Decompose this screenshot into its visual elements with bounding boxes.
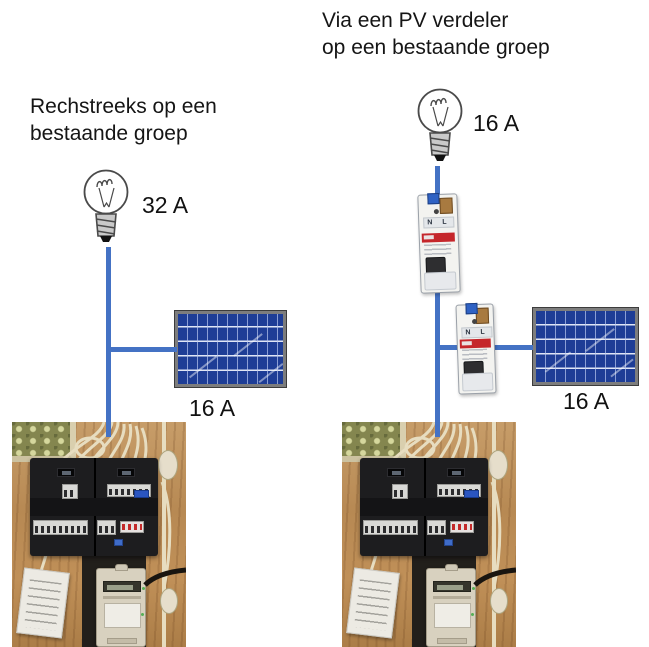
board-window [117, 468, 135, 477]
panel-reflection [188, 355, 218, 379]
board-window [447, 468, 465, 477]
board-window [387, 468, 405, 477]
right-wire-vertical [435, 288, 440, 437]
junction-box [158, 450, 178, 480]
electricity-meter [96, 564, 146, 647]
right-bulb-amp-label: 16 A [473, 110, 520, 136]
right-wire-top [435, 166, 440, 200]
panel-reflection [610, 358, 634, 378]
dark-cable [473, 567, 516, 587]
fusebox-photo [342, 422, 516, 647]
breaker-group [62, 484, 78, 499]
distribution-board [360, 458, 488, 556]
left-wire-vertical [106, 247, 111, 437]
red-breaker-group [120, 521, 144, 533]
meter-label [434, 603, 471, 628]
brand-stripe [421, 232, 455, 243]
fusebox-photo [12, 422, 186, 647]
breaker-label [464, 490, 479, 498]
left-panel-amp-label: 16 A [189, 395, 236, 421]
board-window [57, 468, 75, 477]
light-bulb-icon [417, 88, 463, 161]
din-clip [439, 197, 453, 214]
solar-panel-right [532, 307, 639, 386]
breaker-label [134, 490, 149, 498]
left-diagram-title: Rechstreeks op een bestaande groep [30, 95, 217, 145]
wire-terminal [427, 192, 440, 205]
wire-terminal [465, 302, 478, 315]
junction-box [488, 450, 508, 480]
left-bulb-amp-label: 32 A [142, 192, 189, 218]
terminal-labels: N L [423, 216, 455, 229]
panel-reflection [233, 333, 263, 357]
circuit-breaker-pv: N L [455, 302, 497, 395]
solar-panel-left [174, 310, 287, 388]
breaker-group [363, 520, 418, 535]
panel-reflection [544, 351, 572, 373]
light-bulb-icon [83, 169, 129, 242]
right-panel-amp-label: 16 A [563, 388, 610, 414]
panel-reflection [585, 328, 615, 352]
brand-stripe [459, 338, 491, 349]
breaker-group [392, 484, 408, 499]
red-breaker-group [450, 521, 474, 533]
terminal-labels: N L [461, 326, 493, 339]
board-band [30, 498, 158, 516]
meter-label [104, 603, 141, 628]
junction-box [490, 588, 508, 614]
meter-display [103, 581, 141, 592]
dark-cable [143, 567, 186, 587]
breaker-group [33, 520, 88, 535]
junction-box [160, 588, 178, 614]
breaker-group [97, 520, 116, 535]
board-label [114, 539, 123, 546]
circuit-breaker-main: N L [417, 192, 461, 294]
meter-display [433, 581, 471, 592]
wallpaper [342, 422, 406, 462]
panel-reflection [258, 362, 283, 384]
breaker-group [427, 520, 446, 535]
right-diagram-title: Via een PV verdeler op een bestaande gro… [322, 9, 550, 59]
board-label [444, 539, 453, 546]
distribution-board [30, 458, 158, 556]
left-wire-branch [108, 347, 177, 352]
board-band [360, 498, 488, 516]
